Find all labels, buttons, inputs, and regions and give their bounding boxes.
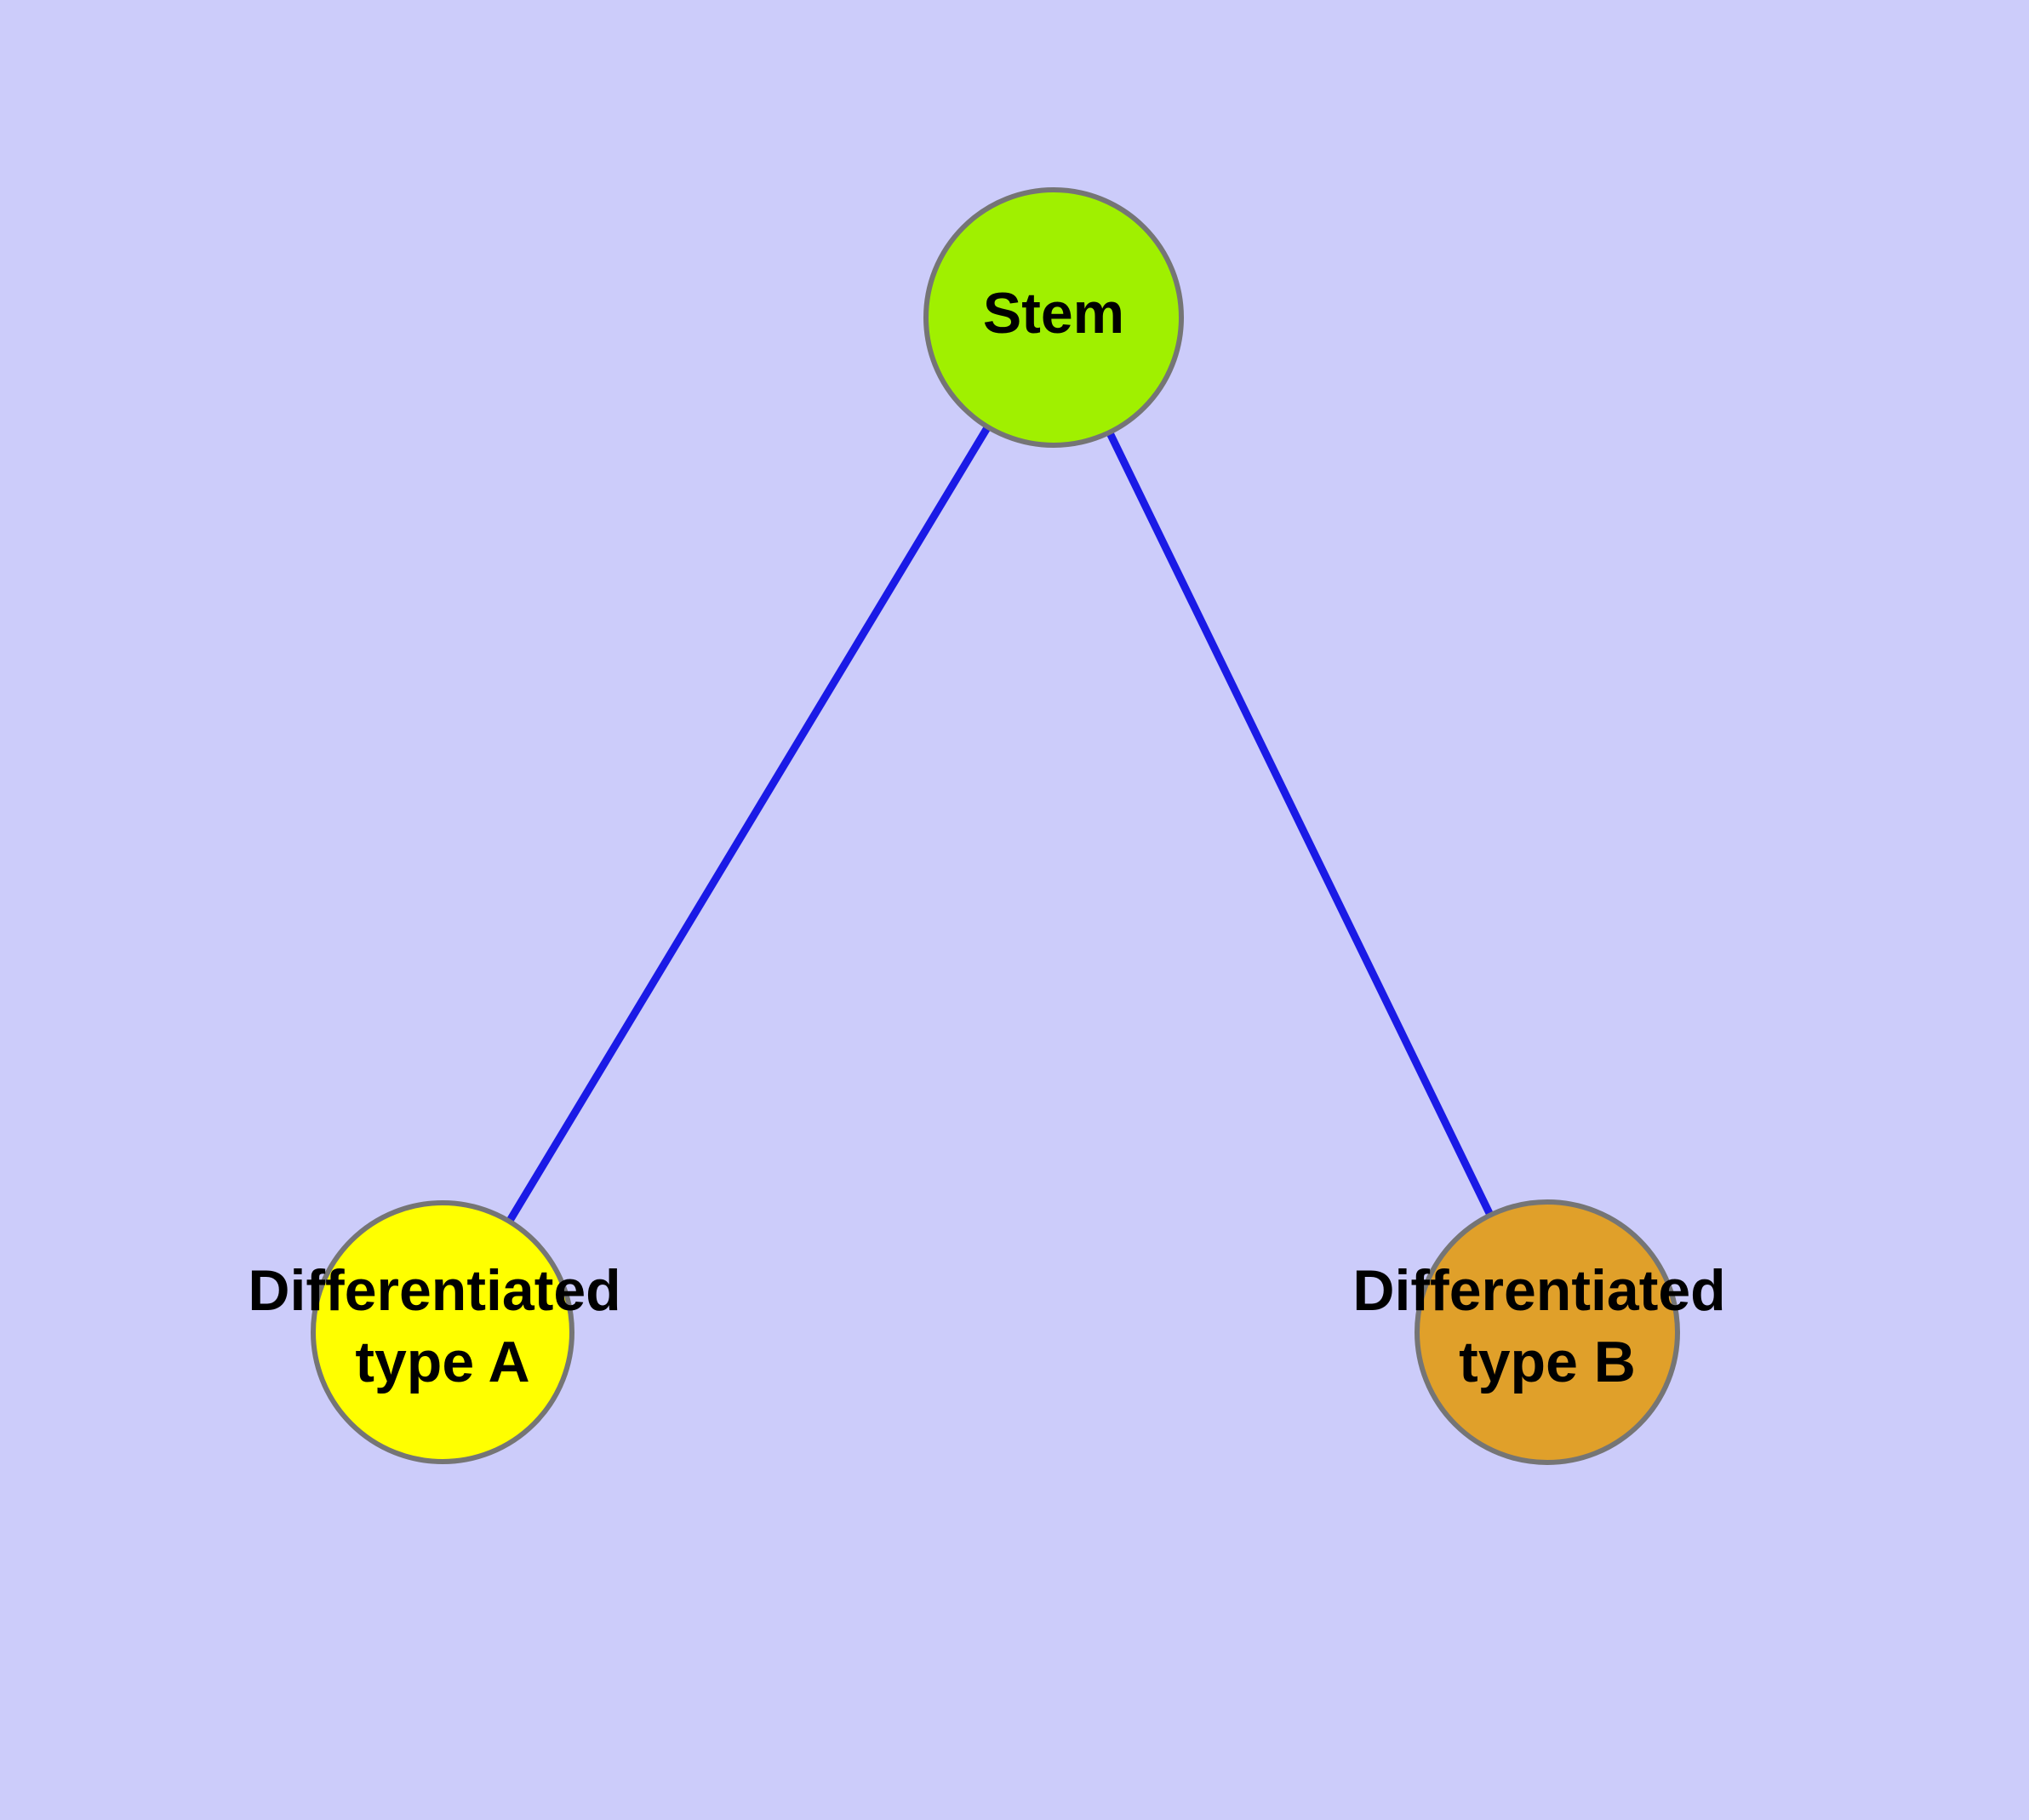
- node-label-stem-line-1: Stem: [983, 281, 1124, 346]
- node-label-differentiated-type-a-line-1: Differentiated: [248, 1258, 620, 1323]
- edge-stem-to-differentiated-type-a[interactable]: [439, 315, 1057, 1335]
- edge-layer: [439, 315, 1552, 1335]
- edge-stem-to-differentiated-type-b[interactable]: [1049, 316, 1552, 1334]
- node-label-differentiated-type-a: Differentiated type A: [248, 1258, 637, 1394]
- node-circle-stem[interactable]: [923, 187, 1184, 448]
- node-label-stem: Stem: [983, 281, 1124, 346]
- node-label-differentiated-type-b-line-1: Differentiated: [1352, 1258, 1725, 1323]
- node-circle-differentiated-type-a[interactable]: [311, 1200, 574, 1464]
- node-layer: [311, 187, 1680, 1465]
- node-label-differentiated-type-b: Differentiated type B: [1352, 1258, 1741, 1394]
- node-label-differentiated-type-a-line-2: type A: [355, 1330, 529, 1394]
- node-circle-differentiated-type-b[interactable]: [1415, 1199, 1680, 1465]
- node-label-layer: Stem Differentiated type A Differentiate…: [248, 281, 1741, 1394]
- node-label-differentiated-type-b-line-2: type B: [1459, 1330, 1636, 1394]
